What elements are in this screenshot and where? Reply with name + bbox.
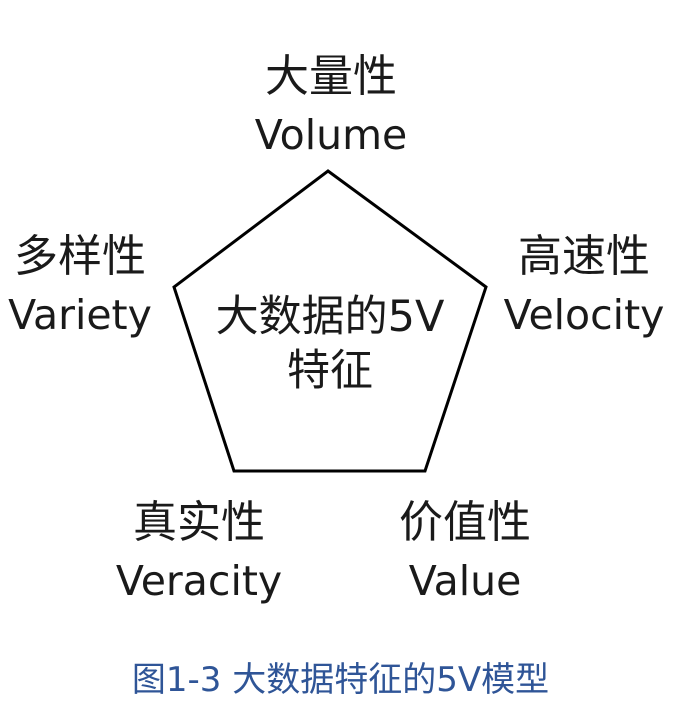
vertex-label-velocity: 高速性 Velocity (494, 232, 674, 340)
vertex-label-en: Variety (8, 291, 152, 339)
figure-caption: 图1-3 大数据特征的5V模型 (131, 660, 550, 700)
center-line-2: 特征 (287, 346, 373, 396)
vertex-label-cn: 多样性 (14, 231, 146, 282)
center-line-1: 大数据的5V (215, 292, 445, 342)
vertex-label-en: Volume (254, 111, 408, 159)
vertex-label-en: Veracity (115, 557, 283, 605)
vertex-label-en: Value (408, 557, 522, 605)
vertex-label-variety: 多样性 Variety (0, 232, 160, 340)
pentagon-center-label: 大数据的5V 特征 (190, 290, 470, 398)
vertex-label-cn: 真实性 (133, 497, 265, 548)
vertex-label-volume: 大量性 Volume (236, 52, 426, 160)
vertex-label-veracity: 真实性 Veracity (104, 498, 294, 606)
vertex-label-cn: 价值性 (399, 497, 531, 548)
vertex-label-value: 价值性 Value (380, 498, 550, 606)
vertex-label-cn: 高速性 (518, 231, 650, 282)
vertex-label-en: Velocity (503, 291, 665, 339)
pentagon-shape (172, 169, 488, 473)
vertex-label-cn: 大量性 (265, 51, 397, 102)
